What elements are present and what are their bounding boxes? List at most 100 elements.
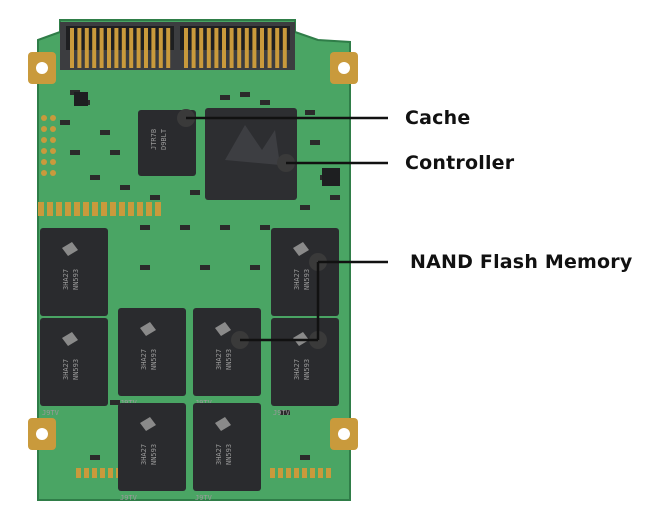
- manufacturer-logo: [215, 322, 231, 336]
- small-ic: [322, 168, 340, 186]
- via: [50, 170, 56, 176]
- edge-pad: [101, 202, 107, 216]
- smd-part: [260, 225, 270, 230]
- edge-pad: [318, 468, 323, 478]
- nand-chip-marking-1: 3HA27: [140, 349, 148, 370]
- connector-pin: [229, 28, 234, 68]
- via: [50, 159, 56, 165]
- connector-pin: [70, 28, 74, 68]
- edge-pad: [137, 202, 143, 216]
- edge-pad: [47, 202, 53, 216]
- edge-pad: [84, 468, 89, 478]
- connector-pin: [191, 28, 196, 68]
- edge-pad: [286, 468, 291, 478]
- smd-part: [90, 455, 100, 460]
- smd-part: [60, 120, 70, 125]
- cache-label: Cache: [405, 107, 471, 129]
- edge-pad: [310, 468, 315, 478]
- nand-chips: 3HA27NN593J9TV3HA27NN593J9TV3HA27NN593J9…: [40, 228, 339, 502]
- via: [41, 126, 47, 132]
- edge-pad: [110, 202, 116, 216]
- via: [41, 115, 47, 121]
- smd-part: [220, 225, 230, 230]
- smd-part: [110, 150, 120, 155]
- nand-chip-marking-2: NN593: [150, 349, 158, 370]
- smd-part: [330, 195, 340, 200]
- edge-pad: [38, 202, 44, 216]
- via: [50, 115, 56, 121]
- connector-pin: [267, 28, 272, 68]
- connector-pin: [129, 28, 134, 68]
- manufacturer-logo: [293, 242, 309, 256]
- edge-pad: [146, 202, 152, 216]
- connector-pin: [206, 28, 211, 68]
- edge-pad: [100, 468, 105, 478]
- edge-pad: [302, 468, 307, 478]
- nand-chip-footer: J9TV: [42, 409, 60, 417]
- nand-chip-marking-1: 3HA27: [215, 349, 223, 370]
- smd-part: [260, 100, 270, 105]
- connector-pin: [136, 28, 141, 68]
- connector-pin: [275, 28, 280, 68]
- nand-chip-marking-2: NN593: [303, 359, 311, 380]
- nand-chip-marking-1: 3HA27: [215, 444, 223, 465]
- connector-pin: [244, 28, 249, 68]
- nand-chip-footer: J9TV: [120, 494, 138, 502]
- cache-chip-marking-2: D9BLT: [160, 128, 168, 150]
- smd-part: [70, 150, 80, 155]
- smd-part: [200, 265, 210, 270]
- edge-pad: [83, 202, 89, 216]
- edge-pad: [56, 202, 62, 216]
- smd-part: [150, 195, 160, 200]
- smd-part: [180, 225, 190, 230]
- edge-pad: [92, 468, 97, 478]
- manufacturer-logo: [62, 242, 78, 256]
- via: [50, 148, 56, 154]
- edge-pad: [108, 468, 113, 478]
- small-ic: [74, 92, 88, 106]
- nand-chip-marking-1: 3HA27: [293, 359, 301, 380]
- via: [41, 159, 47, 165]
- connector-pin: [92, 28, 97, 68]
- smd-part: [100, 130, 110, 135]
- smd-part: [110, 400, 120, 405]
- nand-flash-memory-label: NAND Flash Memory: [410, 251, 633, 273]
- connector-pin: [222, 28, 226, 68]
- smd-part: [140, 225, 150, 230]
- edge-pad: [65, 202, 71, 216]
- via: [41, 148, 47, 154]
- smd-part: [120, 185, 130, 190]
- sata-connector: [60, 22, 295, 70]
- smd-part: [300, 455, 310, 460]
- connector-pin: [84, 28, 89, 68]
- edge-pad: [92, 202, 98, 216]
- via: [50, 126, 56, 132]
- nand-chip-marking-1: 3HA27: [62, 269, 70, 290]
- edge-pad: [294, 468, 299, 478]
- connector-pin: [121, 28, 126, 68]
- nand-chip-marking-1: 3HA27: [140, 444, 148, 465]
- smd-part: [250, 265, 260, 270]
- edge-pad: [119, 202, 125, 216]
- edge-pad: [270, 468, 275, 478]
- controller-label: Controller: [405, 152, 515, 174]
- via: [41, 137, 47, 143]
- smd-part: [305, 110, 315, 115]
- nand-chip-marking-2: NN593: [72, 359, 80, 380]
- nand-chip-footer: J9TV: [195, 494, 213, 502]
- smd-part: [280, 410, 290, 415]
- connector-pin: [77, 28, 82, 68]
- nand-chip-footer: J9TV: [273, 409, 291, 417]
- smd-part: [310, 140, 320, 145]
- edge-pad: [278, 468, 283, 478]
- connector-pin: [151, 28, 156, 68]
- nand-chip-marking-2: NN593: [225, 349, 233, 370]
- connector-pin: [158, 28, 163, 68]
- via: [41, 170, 47, 176]
